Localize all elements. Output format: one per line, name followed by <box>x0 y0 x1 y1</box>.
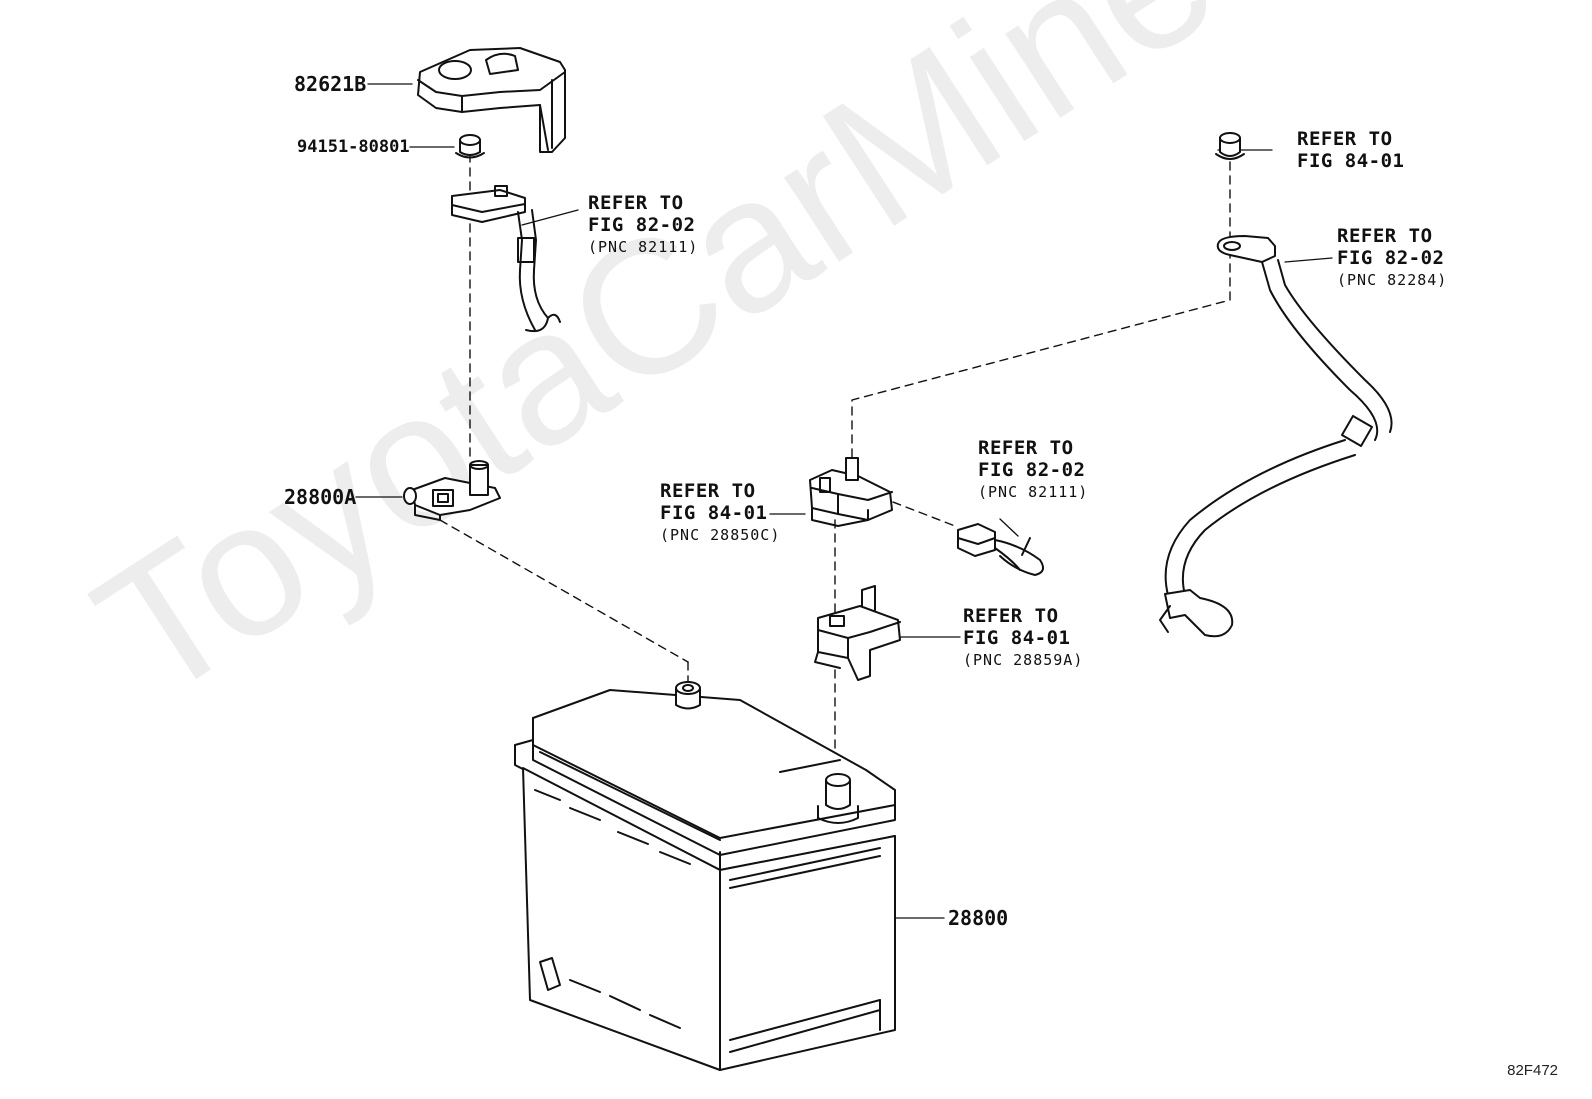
connector-icon <box>957 523 1045 576</box>
part-number-sensor: 28800A <box>284 485 357 509</box>
assembly-lines <box>439 153 1231 781</box>
ref-line-2: FIG 82-02 <box>978 459 1086 481</box>
ref-line-1: REFER TO <box>963 605 1059 627</box>
ref-line-2: FIG 84-01 <box>963 627 1071 649</box>
ref-callout-positive-cable: REFER TO FIG 82-02 (PNC 82111) <box>588 192 698 258</box>
ref-callout-negative-cable: REFER TO FIG 82-02 (PNC 82284) <box>1337 225 1447 291</box>
ref-line-1: REFER TO <box>1337 225 1433 247</box>
ref-callout-bracket: REFER TO FIG 84-01 (PNC 28859A) <box>963 605 1083 671</box>
ref-callout-top-bolt: REFER TO FIG 84-01 <box>1297 128 1404 172</box>
part-number-cover: 82621B <box>294 72 367 96</box>
ref-line-2: FIG 82-02 <box>1337 247 1445 269</box>
ref-pnc: (PNC 82284) <box>1337 271 1448 289</box>
ref-pnc: (PNC 82111) <box>978 483 1089 501</box>
terminal-cover-icon <box>417 47 566 153</box>
ref-line-2: FIG 84-01 <box>660 502 768 524</box>
ref-line-1: REFER TO <box>660 480 756 502</box>
ref-pnc: (PNC 28850C) <box>660 526 781 544</box>
ref-line-2: FIG 82-02 <box>588 214 696 236</box>
ref-line-2: FIG 84-01 <box>1297 150 1405 172</box>
battery-sensor-icon <box>403 460 501 521</box>
part-number-battery: 28800 <box>948 906 1009 930</box>
ref-line-1: REFER TO <box>1297 128 1393 150</box>
ref-line-1: REFER TO <box>588 192 684 214</box>
ref-pnc: (PNC 28859A) <box>963 651 1084 669</box>
nut-icon <box>455 134 485 159</box>
battery-clamp-icon <box>809 457 893 527</box>
ref-callout-connector: REFER TO FIG 82-02 (PNC 82111) <box>978 437 1088 503</box>
leader-lines <box>355 83 1333 919</box>
battery-icon <box>514 681 896 1071</box>
ref-pnc: (PNC 82111) <box>588 238 699 256</box>
positive-cable-icon <box>451 185 561 333</box>
bracket-icon <box>814 585 901 681</box>
bolt-icon <box>1215 132 1245 160</box>
ref-callout-clamp: REFER TO FIG 84-01 (PNC 28850C) <box>660 480 780 546</box>
ref-line-1: REFER TO <box>978 437 1074 459</box>
part-number-nut: 94151-80801 <box>297 137 410 157</box>
figure-code: 82F472 <box>1507 1062 1558 1079</box>
negative-cable-icon <box>1159 235 1393 638</box>
